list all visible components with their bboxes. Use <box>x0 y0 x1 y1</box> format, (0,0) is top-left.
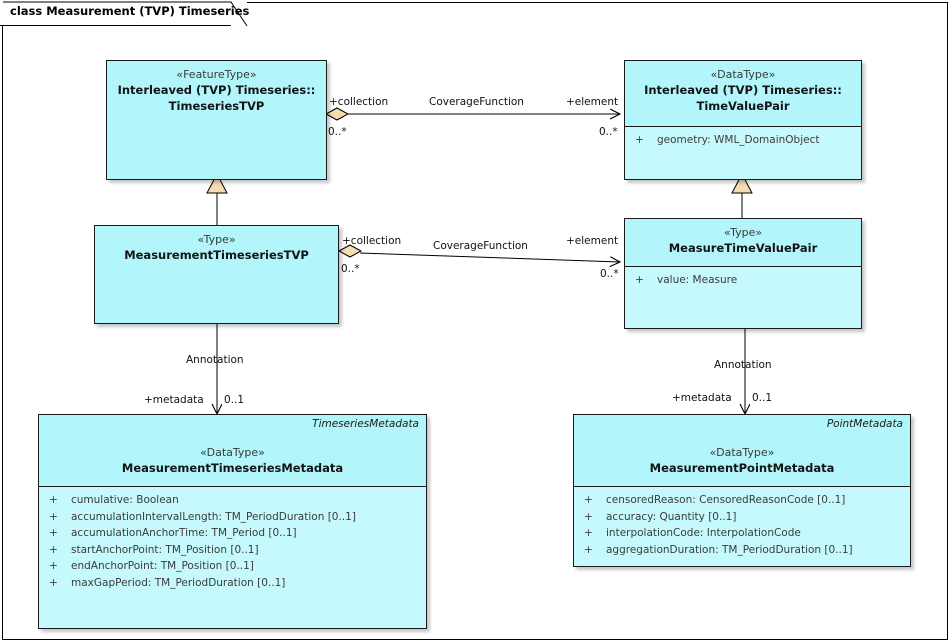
class-name-line1: MeasurementTimeseriesMetadata <box>121 461 344 475</box>
attribute-visibility: + <box>635 134 644 146</box>
attribute-row: + accumulationIntervalLength: TM_PeriodDu… <box>39 509 426 526</box>
attribute-text: accuracy: Quantity [0..1] <box>606 510 737 523</box>
attribute-visibility: + <box>584 543 593 556</box>
class-header: «Type» MeasureTimeValuePair <box>625 219 861 267</box>
attribute-row: + startAnchorPoint: TM_Position [0..1] <box>39 542 426 559</box>
attribute-visibility: + <box>49 527 58 539</box>
attribute-text: accumulationIntervalLength: TM_PeriodDur… <box>71 510 356 523</box>
attribute-visibility: + <box>49 510 58 523</box>
label-annotation-right-role: +metadata <box>672 392 732 404</box>
attribute-visibility: + <box>635 274 644 286</box>
attribute-text: aggregationDuration: TM_PeriodDuration [… <box>606 543 853 556</box>
class-timeseries-tvp[interactable]: «FeatureType» Interleaved (TVP) Timeseri… <box>106 60 327 180</box>
class-header: «Type» MeasurementTimeseriesTVP <box>95 226 338 323</box>
attribute-row: + value: Measure <box>625 272 861 289</box>
class-attributes: + geometry: WML_DomainObject <box>625 127 861 179</box>
diagram-title: class Measurement (TVP) Timeseries <box>10 4 250 18</box>
attribute-visibility: + <box>49 560 58 572</box>
label-coverage-top-target-role: +element <box>566 96 619 108</box>
class-time-value-pair[interactable]: «DataType» Interleaved (TVP) Timeseries:… <box>624 60 862 180</box>
attribute-visibility: + <box>49 543 58 556</box>
class-header: TimeseriesMetadata «DataType» Measuremen… <box>39 415 426 487</box>
class-name-line1: Interleaved (TVP) Timeseries:: <box>644 83 842 97</box>
label-coverage-top-source-role: +collection <box>329 96 389 108</box>
class-name-line1: MeasurementPointMetadata <box>649 461 835 475</box>
attribute-visibility: + <box>584 494 593 506</box>
attribute-text: geometry: WML_DomainObject <box>657 134 820 146</box>
label-coverage-bottom-name: CoverageFunction <box>433 240 528 252</box>
label-coverage-bottom-source-role: +collection <box>342 235 402 247</box>
class-stereotype: «DataType» <box>200 446 265 459</box>
attribute-row: + accumulationAnchorTime: TM_Period [0..1… <box>39 525 426 542</box>
class-name-line1: Interleaved (TVP) Timeseries:: <box>117 83 316 97</box>
class-name-line1: MeasureTimeValuePair <box>668 241 818 255</box>
class-stereotype: «Type» <box>197 233 236 246</box>
class-name-line2: TimeseriesTVP <box>168 99 265 113</box>
attribute-row: + interpolationCode: InterpolationCode <box>574 525 910 542</box>
label-coverage-top-name: CoverageFunction <box>429 96 524 108</box>
attribute-row: + maxGapPeriod: TM_PeriodDuration [0..1] <box>39 575 426 592</box>
class-attributes: + cumulative: Boolean + accumulationInterv… <box>39 487 426 628</box>
class-header: «DataType» Interleaved (TVP) Timeseries:… <box>625 61 861 127</box>
parent-package-label: PointMetadata <box>826 418 903 430</box>
attribute-text: maxGapPeriod: TM_PeriodDuration [0..1] <box>71 576 286 589</box>
attribute-visibility: + <box>584 527 593 539</box>
label-coverage-bottom-target-mult: 0..* <box>600 268 619 280</box>
attribute-text: censoredReason: CensoredReasonCode [0..1… <box>606 494 846 506</box>
attribute-row: + geometry: WML_DomainObject <box>625 132 861 149</box>
attribute-text: startAnchorPoint: TM_Position [0..1] <box>71 543 259 556</box>
attribute-text: value: Measure <box>657 274 738 286</box>
attribute-visibility: + <box>49 494 58 506</box>
label-coverage-top-target-mult: 0..* <box>599 126 618 138</box>
attribute-row: + accuracy: Quantity [0..1] <box>574 509 910 526</box>
attribute-text: interpolationCode: InterpolationCode <box>606 527 801 539</box>
label-coverage-bottom-source-mult: 0..* <box>341 263 360 275</box>
attribute-text: accumulationAnchorTime: TM_Period [0..1] <box>71 527 297 539</box>
class-stereotype: «DataType» <box>709 446 775 459</box>
class-header: «FeatureType» Interleaved (TVP) Timeseri… <box>107 61 326 179</box>
class-stereotype: «DataType» <box>710 68 776 81</box>
attribute-text: cumulative: Boolean <box>71 494 179 506</box>
attribute-row: + cumulative: Boolean <box>39 492 426 509</box>
label-coverage-bottom-target-role: +element <box>566 235 619 247</box>
class-name-line2: TimeValuePair <box>696 99 790 113</box>
label-annotation-left-mult: 0..1 <box>224 394 245 406</box>
attribute-row: + endAnchorPoint: TM_Position [0..1] <box>39 558 426 575</box>
class-attributes: + value: Measure <box>625 267 861 328</box>
label-annotation-left-role: +metadata <box>144 394 204 406</box>
class-attributes: + censoredReason: CensoredReasonCode [0..… <box>574 487 910 566</box>
class-header: PointMetadata «DataType» MeasurementPoin… <box>574 415 910 487</box>
class-name-line1: MeasurementTimeseriesTVP <box>124 248 309 262</box>
class-measurement-timeseries-metadata[interactable]: TimeseriesMetadata «DataType» Measuremen… <box>38 414 427 629</box>
class-stereotype: «FeatureType» <box>176 68 257 81</box>
label-annotation-right-name: Annotation <box>714 359 772 371</box>
attribute-row: + aggregationDuration: TM_PeriodDuration … <box>574 542 910 559</box>
label-annotation-left-name: Annotation <box>186 354 244 366</box>
label-annotation-right-mult: 0..1 <box>752 392 773 404</box>
parent-package-label: TimeseriesMetadata <box>312 418 419 430</box>
attribute-visibility: + <box>49 576 58 589</box>
attribute-row: + censoredReason: CensoredReasonCode [0..… <box>574 492 910 509</box>
class-measure-time-value-pair[interactable]: «Type» MeasureTimeValuePair + value: Meas… <box>624 218 862 329</box>
class-measurement-point-metadata[interactable]: PointMetadata «DataType» MeasurementPoin… <box>573 414 911 567</box>
class-measurement-timeseries-tvp[interactable]: «Type» MeasurementTimeseriesTVP <box>94 225 339 324</box>
attribute-visibility: + <box>584 510 593 523</box>
class-stereotype: «Type» <box>723 226 763 239</box>
label-coverage-top-source-mult: 0..* <box>328 126 347 138</box>
attribute-text: endAnchorPoint: TM_Position [0..1] <box>71 560 254 572</box>
